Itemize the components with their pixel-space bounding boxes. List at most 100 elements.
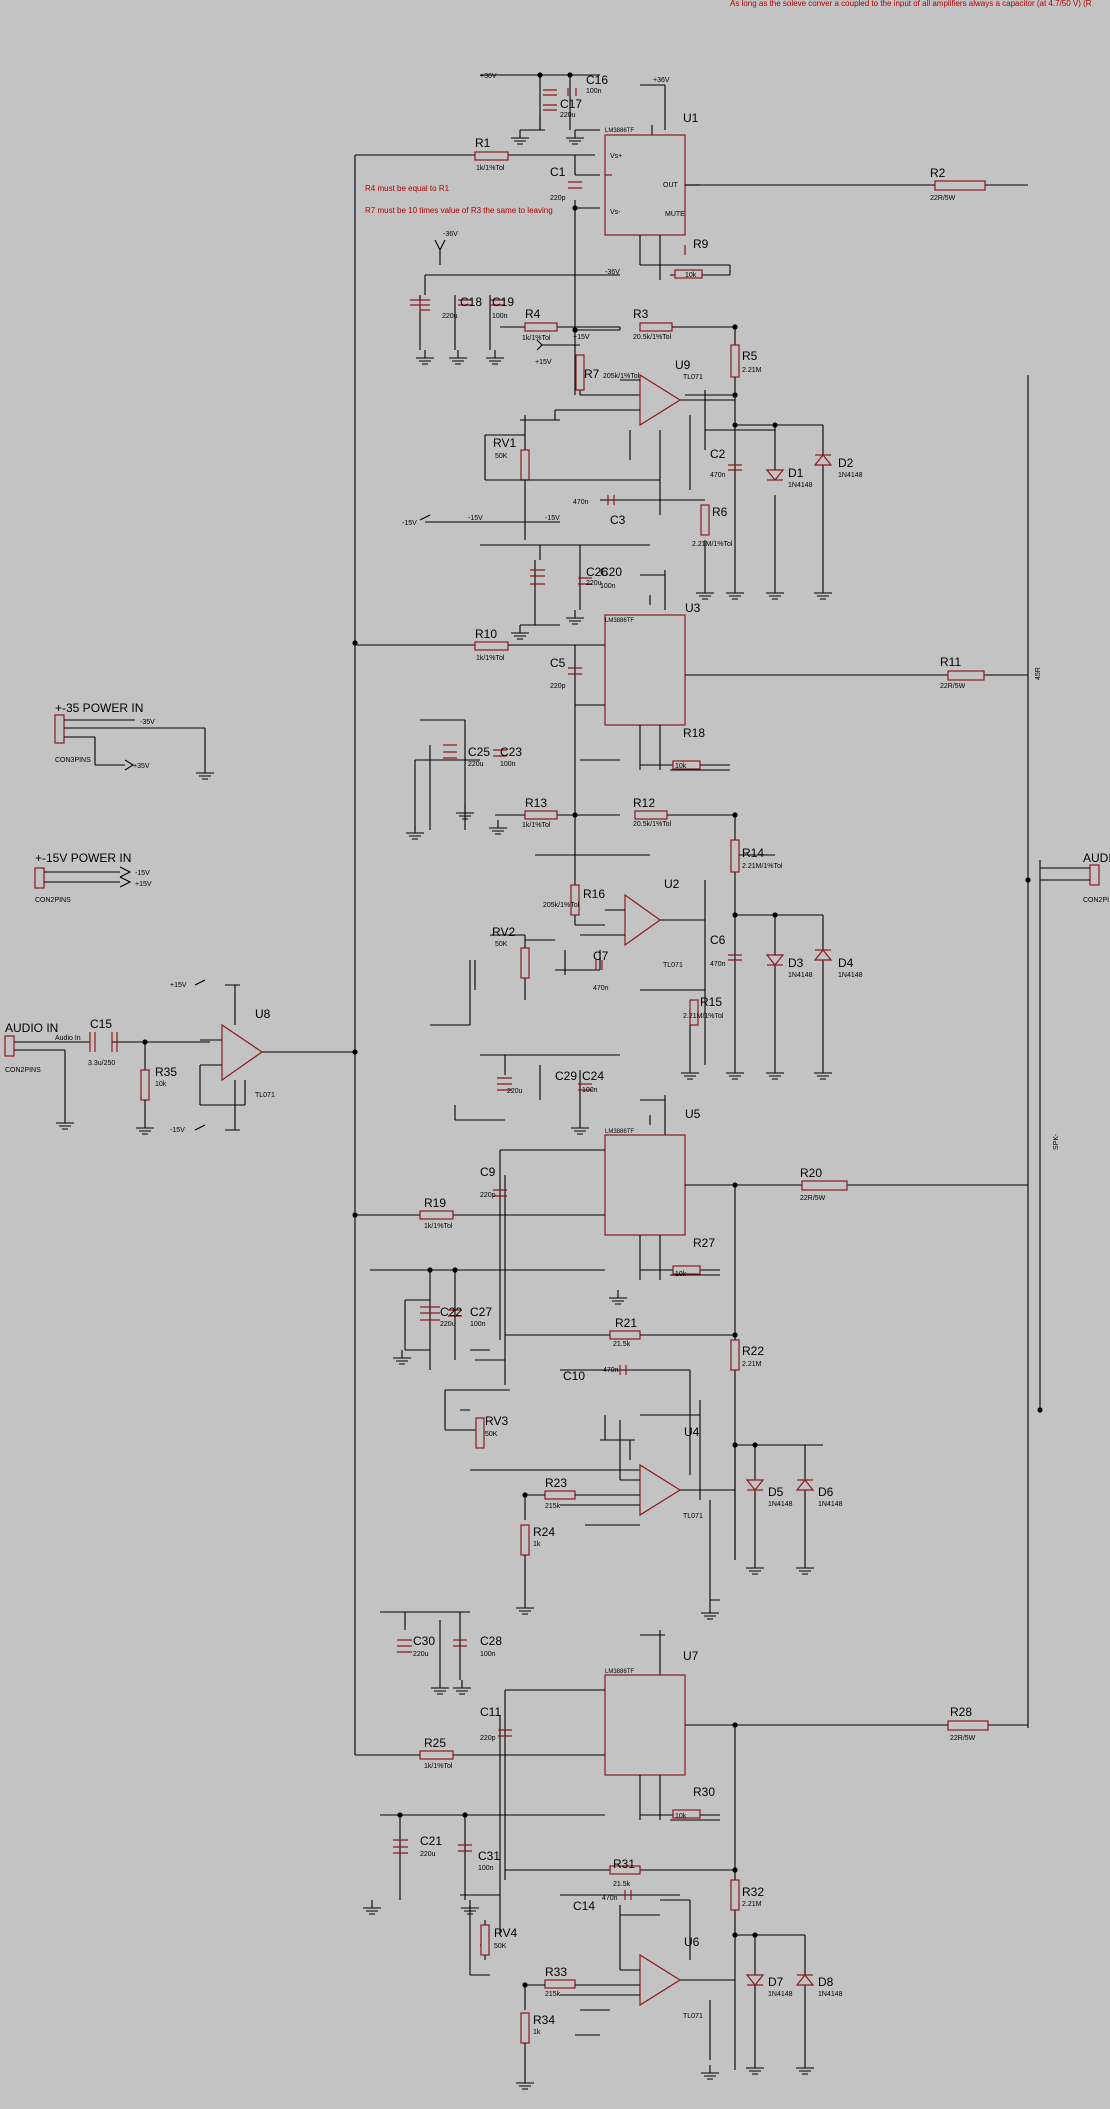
value-label: 20.5k/1%Tol xyxy=(633,821,672,828)
value-label: 215k xyxy=(545,1503,561,1510)
value-label: 2.21M/1%Tol xyxy=(683,1013,724,1020)
value-label: TL071 xyxy=(683,2013,703,2020)
supply-label: -35V xyxy=(140,719,155,726)
input-buffer-stage xyxy=(4,979,355,1135)
amp-stage-4 xyxy=(355,1611,1028,2090)
value-label: 22R/5W xyxy=(930,195,956,202)
ref-label: R19 xyxy=(424,1196,446,1210)
ref-label: C28 xyxy=(480,1634,502,1648)
value-label: 22R/5W xyxy=(940,683,966,690)
value-label: 205k/1%Tol xyxy=(543,902,580,909)
ref-label: U2 xyxy=(664,877,680,891)
ref-label: R35 xyxy=(155,1065,177,1079)
ref-label: C15 xyxy=(90,1017,112,1031)
supply-label: -15V xyxy=(135,870,150,877)
ref-label: R6 xyxy=(712,505,728,519)
value-label: 470n xyxy=(602,1895,618,1902)
ref-label: RV1 xyxy=(493,436,516,450)
supply-label: +35V xyxy=(133,763,150,770)
ref-label: R27 xyxy=(693,1236,715,1250)
value-label: 1N4148 xyxy=(838,472,863,479)
value-label: 20.5k/1%Tol xyxy=(633,334,672,341)
value-label: 1k/1%Tol xyxy=(424,1763,453,1770)
ref-label: C25 xyxy=(468,745,490,759)
value-label: 220p xyxy=(480,1192,496,1199)
supply-label: -36V xyxy=(605,269,620,276)
ref-label: C7 xyxy=(593,949,609,963)
supply-label: +36V xyxy=(653,77,670,84)
ref-label: C2 xyxy=(710,447,726,461)
connector-part: CON2PINS xyxy=(35,897,71,904)
ref-label: R11 xyxy=(940,655,961,669)
ref-label: D4 xyxy=(838,956,854,970)
value-label: 50K xyxy=(494,1943,507,1950)
connector-part: CON3PINS xyxy=(55,757,91,764)
connector-part: CON2PINS xyxy=(5,1067,41,1074)
supply-label: -15V xyxy=(170,1127,185,1134)
output-bus xyxy=(1027,375,1041,1728)
value-label: 470n xyxy=(593,985,609,992)
value-label: LM3886TF xyxy=(605,618,634,624)
value-label: 100n xyxy=(586,88,602,95)
value-label: 220u xyxy=(413,1651,429,1658)
value-label: 100n xyxy=(500,761,516,768)
ref-label: D1 xyxy=(788,466,804,480)
value-label: 220u xyxy=(442,313,458,320)
ref-label: C16 xyxy=(586,73,608,87)
value-label: 1k xyxy=(533,2029,541,2036)
power-connectors xyxy=(34,714,1100,889)
value-label: 22R/5W xyxy=(950,1735,976,1742)
ref-label: R15 xyxy=(700,995,722,1009)
value-label: 100n xyxy=(470,1321,486,1328)
value-label: 1k/1%Tol xyxy=(424,1223,453,1230)
value-label: 100n xyxy=(480,1651,496,1658)
ref-label: C31 xyxy=(478,1849,500,1863)
value-label: 1k/1%Tol xyxy=(522,822,551,829)
ref-label: C10 xyxy=(563,1369,585,1383)
ref-label: R2 xyxy=(930,166,946,180)
ref-label: C3 xyxy=(610,513,626,527)
ref-label: R32 xyxy=(742,1885,764,1899)
ref-label: C5 xyxy=(550,656,566,670)
ref-label: C6 xyxy=(710,933,726,947)
value-label: 1k xyxy=(533,1541,541,1548)
connector-part: CON2PI xyxy=(1083,897,1109,904)
value-label: 10k xyxy=(675,763,687,770)
value-label: 1N4148 xyxy=(768,1501,793,1508)
value-label: 1N4148 xyxy=(818,1501,843,1508)
value-label: 100n xyxy=(492,313,508,320)
ref-label: C17 xyxy=(560,97,582,111)
value-label: 100n xyxy=(582,1087,598,1094)
ref-label: C24 xyxy=(582,1069,604,1083)
ref-label: R5 xyxy=(742,349,758,363)
ref-label: R23 xyxy=(545,1476,567,1490)
design-note: R7 must be 10 times value of R3 the same… xyxy=(365,206,553,215)
value-label: 3.3u/250 xyxy=(88,1060,115,1067)
ref-label: C26 xyxy=(586,565,608,579)
ref-label: C21 xyxy=(420,1834,442,1848)
value-label: 220p xyxy=(480,1735,496,1742)
ref-label: D7 xyxy=(768,1975,784,1989)
ref-label: R34 xyxy=(533,2013,555,2027)
value-label: 2.21M xyxy=(742,367,762,374)
value-label: 2.21M xyxy=(742,1901,762,1908)
connector-title: AUDI xyxy=(1083,851,1110,865)
ref-label: C9 xyxy=(480,1165,496,1179)
value-label: 1N4148 xyxy=(818,1991,843,1998)
value-label: 220u xyxy=(468,761,484,768)
value-label: 470n xyxy=(710,472,726,479)
ref-label: U1 xyxy=(683,111,699,125)
ref-label: D5 xyxy=(768,1485,784,1499)
value-label: 2.21M/1%Tol xyxy=(742,863,783,870)
value-label: 220p xyxy=(550,195,566,202)
ref-label: C27 xyxy=(470,1305,492,1319)
ref-label: R1 xyxy=(475,136,491,150)
ref-label: U3 xyxy=(685,601,701,615)
ref-label: R24 xyxy=(533,1525,555,1539)
ref-label: D8 xyxy=(818,1975,834,1989)
value-label: 220u xyxy=(507,1088,523,1095)
ref-label: C20 xyxy=(600,565,622,579)
value-label: 1N4148 xyxy=(768,1991,793,1998)
connector-title: +-15V POWER IN xyxy=(35,851,131,865)
ref-label: RV4 xyxy=(494,1926,517,1940)
